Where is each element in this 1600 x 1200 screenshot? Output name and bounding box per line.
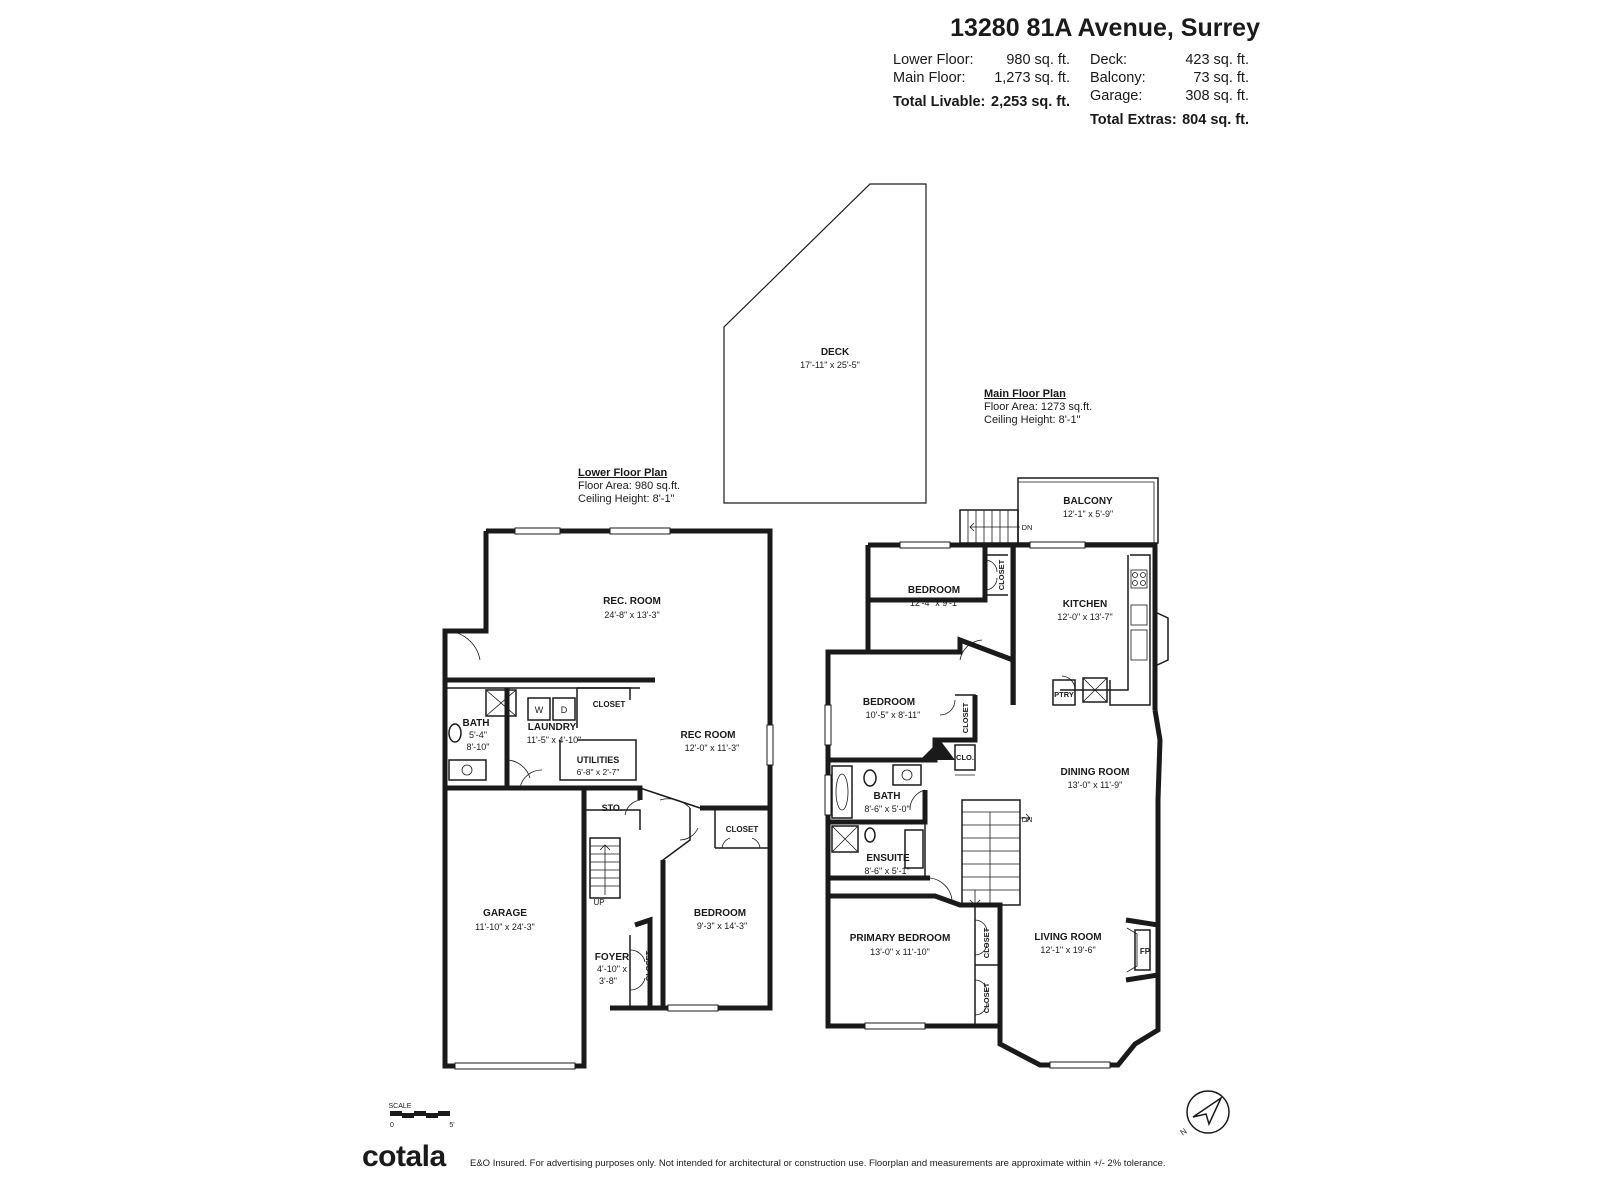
stat-value-total-livable: 2,253 sq. ft. — [991, 94, 1070, 110]
bedroom-1-dims: 12'-4" x 9'-1" — [910, 598, 960, 608]
ensuite-label: ENSUITE — [866, 853, 910, 864]
stat-value-total-extras: 804 sq. ft. — [1182, 112, 1249, 128]
bedroom-1-label: BEDROOM — [908, 585, 960, 596]
main-plan-area: Floor Area: 1273 sq.ft. — [984, 401, 1093, 413]
kitchen-label: KITCHEN — [1063, 599, 1107, 610]
main-plan-title: Main Floor Plan — [984, 388, 1066, 400]
stat-value-lower: 980 sq. ft. — [1006, 52, 1070, 68]
lower-plan-area: Floor Area: 980 sq.ft. — [578, 480, 681, 492]
lower-stairs-label: UP — [593, 898, 604, 907]
closet-4-label: CLOSET — [982, 982, 991, 1013]
closet-foyer-label: CLOSET — [644, 950, 653, 981]
garage-label: GARAGE — [483, 908, 527, 919]
lower-plan-title: Lower Floor Plan — [578, 467, 668, 479]
closet-laundry-label: CLOSET — [593, 700, 626, 709]
kitchen-dims: 12'-0" x 13'-7" — [1057, 612, 1112, 622]
lower-bath-label: BATH — [462, 718, 489, 729]
stat-label-lower: Lower Floor: — [893, 52, 974, 68]
washer-label: W — [535, 705, 544, 715]
closet-bedroom-label: CLOSET — [726, 825, 759, 834]
bedroom-2-dims: 10'-5" x 8'-11" — [866, 710, 921, 720]
foyer-label: FOYER — [595, 952, 630, 963]
compass-icon: N — [1179, 1090, 1230, 1137]
main-bath-dims: 8'-6" x 5'-0" — [864, 804, 909, 814]
foyer-dims-2: 3'-8" — [599, 976, 617, 986]
dryer-label: D — [561, 705, 568, 715]
lower-bedroom-label: BEDROOM — [694, 908, 746, 919]
property-address: 13280 81A Avenue, Surrey — [950, 14, 1260, 42]
living-room-dims: 12'-1" x 19'-6" — [1040, 945, 1095, 955]
main-plan-ceiling: Ceiling Height: 8'-1" — [984, 414, 1081, 426]
main-floor-plan: BALCONY 12'-1" x 5'-9" DN BEDROOM 12'-4"… — [824, 477, 1169, 1069]
main-bath-label: BATH — [873, 791, 900, 802]
garage-dims: 11'-10" x 24'-3" — [475, 922, 535, 932]
lower-stairs — [589, 837, 621, 899]
laundry-dims: 11'-5" x 4'-10" — [527, 735, 582, 745]
lower-plan-heading: Lower Floor Plan Floor Area: 980 sq.ft. … — [578, 467, 680, 506]
deck: DECK 17'-11" x 25'-5" — [723, 183, 927, 504]
deck-dims: 17'-11" x 25'-5" — [800, 360, 860, 370]
compass-north: N — [1179, 1126, 1189, 1137]
lower-bath-dims-2: 8'-10" — [467, 742, 490, 752]
stat-value-garage: 308 sq. ft. — [1185, 88, 1249, 104]
stat-label-total-livable: Total Livable: — [893, 94, 986, 110]
rec-room-2-dims: 12'-0" x 11'-3" — [685, 743, 740, 753]
lower-bath-dims-1: 5'-4" — [469, 730, 487, 740]
foyer-dims-1: 4'-10" x — [597, 964, 627, 974]
stat-label-garage: Garage: — [1090, 88, 1143, 104]
stat-value-deck: 423 sq. ft. — [1185, 52, 1249, 68]
stat-label-main: Main Floor: — [893, 70, 966, 86]
sto-label: STO. — [602, 803, 623, 813]
utilities-label: UTILITIES — [577, 755, 620, 765]
stat-value-main: 1,273 sq. ft. — [994, 70, 1070, 86]
living-room-label: LIVING ROOM — [1034, 932, 1101, 943]
stat-label-balcony: Balcony: — [1090, 70, 1146, 86]
dining-label: DINING ROOM — [1061, 767, 1130, 778]
main-stairs-label: DN — [1022, 815, 1033, 824]
pantry-label: PTRY — [1054, 690, 1074, 699]
closet-1-label: CLOSET — [997, 559, 1006, 590]
stat-value-balcony: 73 sq. ft. — [1193, 70, 1249, 86]
scale-label: SCALE — [389, 1103, 412, 1110]
rec-room-1-dims: 24'-8" x 13'-3" — [604, 610, 659, 620]
scale-bar: SCALE 0 5' — [389, 1103, 455, 1129]
scale-min: 0 — [390, 1122, 394, 1129]
cotala-logo: cotala — [362, 1140, 446, 1173]
dining-dims: 13'-0" x 11'-9" — [1068, 780, 1123, 790]
rec-room-1-label: REC. ROOM — [603, 596, 661, 607]
closet-3-label: CLOSET — [982, 927, 991, 958]
lower-bedroom-dims: 9'-3" x 14'-3" — [697, 921, 747, 931]
balcony-dims: 12'-1" x 5'-9" — [1063, 509, 1113, 519]
deck-label: DECK — [821, 347, 850, 358]
fireplace-label: FP — [1140, 947, 1151, 956]
balcony-stairs — [959, 509, 1020, 544]
primary-bedroom-dims: 13'-0" x 11'-10" — [870, 947, 930, 957]
stat-label-deck: Deck: — [1090, 52, 1128, 68]
scale-max: 5' — [449, 1122, 454, 1129]
bedroom-2-label: BEDROOM — [863, 697, 915, 708]
balcony-stairs-label: DN — [1022, 523, 1033, 532]
main-plan-heading: Main Floor Plan Floor Area: 1273 sq.ft. … — [984, 388, 1092, 427]
lower-floor-plan: W D REC. ROOM 24'-8" x 13'-3" — [442, 527, 774, 1070]
rec-room-2-label: REC ROOM — [681, 730, 736, 741]
clo-label: CLO. — [956, 753, 974, 762]
disclaimer-text: E&O Insured. For advertising purposes on… — [470, 1158, 1166, 1169]
closet-2-label: CLOSET — [961, 702, 970, 733]
primary-bedroom-label: PRIMARY BEDROOM — [850, 933, 951, 944]
lower-plan-ceiling: Ceiling Height: 8'-1" — [578, 493, 675, 505]
balcony-label: BALCONY — [1063, 496, 1113, 507]
stat-label-total-extras: Total Extras: — [1090, 112, 1177, 128]
ensuite-dims: 8'-6" x 5'-1" — [864, 866, 909, 876]
utilities-dims: 6'-8" x 2'-7" — [577, 767, 620, 777]
laundry-label: LAUNDRY — [528, 722, 577, 733]
main-stairs — [961, 799, 1031, 906]
